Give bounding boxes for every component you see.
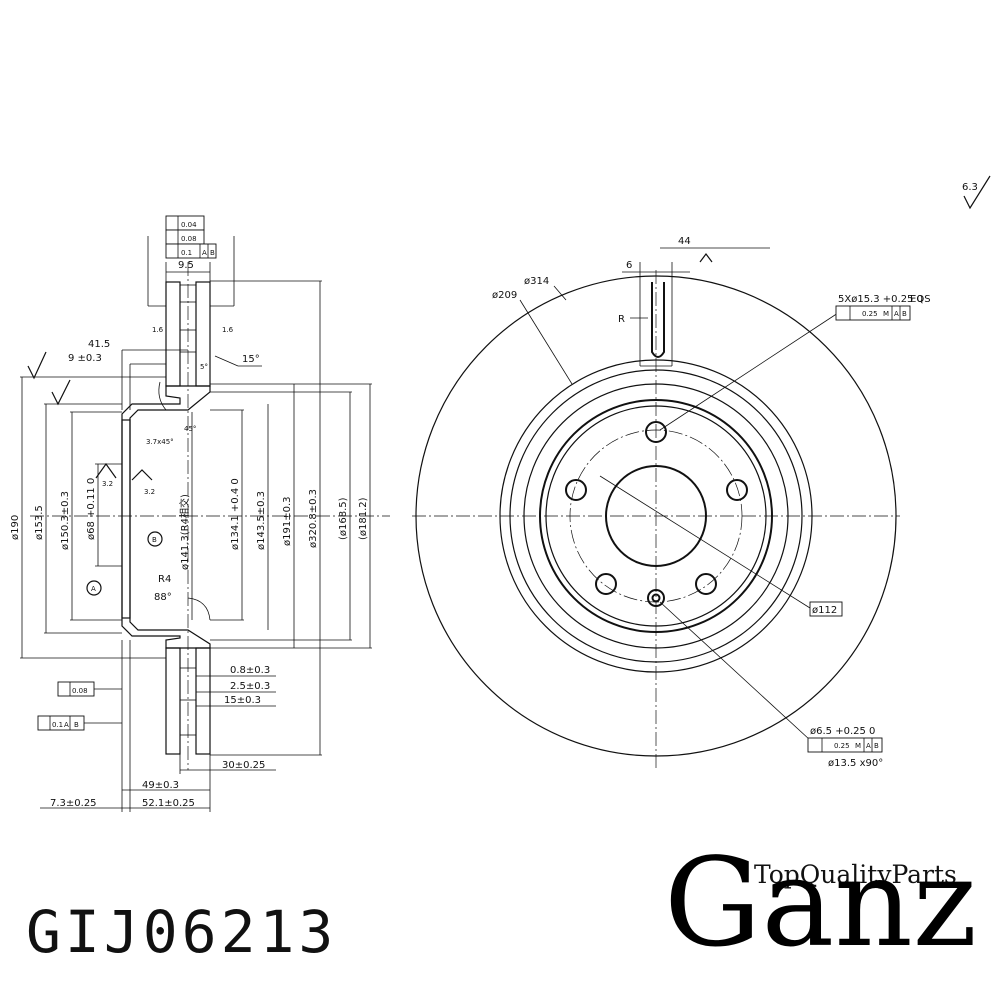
gdt-datum-a: A <box>202 249 207 257</box>
roughness-left: 1.6 <box>152 326 164 334</box>
roughness-3-2-b: 3.2 <box>144 488 155 496</box>
bolt-hole <box>695 573 717 595</box>
gdt-bolt-m: M <box>883 310 889 318</box>
dim-d320: ø320.8±0.3 <box>308 489 319 548</box>
surface-finish-value: 6.3 <box>962 182 978 193</box>
gdt-bolt-tol: 0.25 <box>862 310 878 318</box>
section-view <box>20 236 390 812</box>
datum-b-marker <box>147 531 163 547</box>
bolt-hole <box>726 479 748 501</box>
dim-angle-88: 88° <box>154 592 172 603</box>
roughness-3-2-a: 3.2 <box>102 480 113 488</box>
gdt-bottom-frames <box>37 681 122 731</box>
gdt-runout-value: 0.1 <box>181 249 192 257</box>
dim-0-8: 0.8±0.3 <box>230 665 270 676</box>
surface-finish-symbol <box>963 175 991 210</box>
dim-d190: ø190 <box>10 515 21 540</box>
dim-d141: ø141.3(R4相交) <box>178 494 191 570</box>
gdt-bottom-runout: 0.1 <box>52 721 63 729</box>
dim-7-3: 7.3±0.25 <box>50 798 97 809</box>
dim-15: 15±0.3 <box>224 695 261 706</box>
gdt-bolt-b: B <box>902 310 907 318</box>
datum-a-marker <box>86 580 102 596</box>
dim-d134: ø134.1 +0.4 0 <box>230 478 241 550</box>
gdt-loc-a: A <box>866 742 871 750</box>
dim-d6-5: ø6.5 +0.25 0 <box>810 726 875 737</box>
dim-d209: ø209 <box>492 290 517 301</box>
datum-b-letter: B <box>152 536 157 544</box>
hat-section <box>121 385 211 649</box>
roughness-right: 1.6 <box>222 326 234 334</box>
front-view <box>412 247 911 770</box>
gdt-parallel-value: 0.08 <box>181 235 197 243</box>
wear-slot <box>651 282 665 358</box>
dim-9: 9 ±0.3 <box>68 353 102 364</box>
gdt-bottom-flatness: 0.08 <box>72 687 88 695</box>
dim-6: 6 <box>626 260 632 271</box>
dim-bolt-holes: 5Xø15.3 +0.25 0 <box>838 294 923 305</box>
gdt-loc-b: B <box>874 742 879 750</box>
brand-logo: Ganz <box>664 832 978 974</box>
gdt-flatness-value: 0.04 <box>181 221 197 229</box>
dim-49: 49±0.3 <box>142 780 179 791</box>
gdt-datum-b: B <box>210 249 215 257</box>
dim-d112: ø112 <box>812 605 837 616</box>
dim-hat-offset: 41.5 <box>88 339 110 350</box>
dim-angle-45: 45° <box>184 425 196 433</box>
dim-countersink: ø13.5 x90° <box>828 758 883 769</box>
dim-52-1: 52.1±0.25 <box>142 798 195 809</box>
gdt-loc-tol: 0.25 <box>834 742 850 750</box>
dim-2-5: 2.5±0.3 <box>230 681 270 692</box>
gdt-loc-m: M <box>855 742 861 750</box>
dim-angle-15: 15° <box>242 354 260 365</box>
dim-d191: ø191±0.3 <box>282 497 293 547</box>
dim-d153: ø153.5 <box>34 505 45 540</box>
dim-radius: R4 <box>158 574 171 585</box>
dim-angle-5: 5° <box>200 363 208 371</box>
datum-a-letter: A <box>91 585 96 593</box>
dim-30: 30±0.25 <box>222 760 265 771</box>
gdt-bolt-a: A <box>894 310 899 318</box>
dim-44: 44 <box>678 236 691 247</box>
dim-r: R <box>618 314 625 325</box>
dim-chamfer: 3.7x45° <box>146 438 174 446</box>
part-number: GIJ06213 <box>26 898 338 966</box>
dim-d68: ø68 +0.11 0 <box>86 478 97 540</box>
bolt-hole <box>565 479 587 501</box>
bolt-hole <box>595 573 617 595</box>
gdt-bottom-datum-a: A <box>64 721 69 729</box>
dim-d314: ø314 <box>524 276 549 287</box>
brand-tagline: TopQualityParts <box>754 860 957 889</box>
dim-d181: (ø181.2) <box>358 497 369 540</box>
dim-d150: ø150.3±0.3 <box>60 491 71 550</box>
dim-d143: ø143.5±0.3 <box>256 491 267 550</box>
dim-d168: (ø168.5) <box>338 497 349 540</box>
dim-thickness: 9.5 <box>178 260 194 271</box>
label-eqs: EQS <box>910 294 931 305</box>
gdt-top-frames <box>165 215 217 259</box>
gdt-bottom-datum-b: B <box>74 721 79 729</box>
